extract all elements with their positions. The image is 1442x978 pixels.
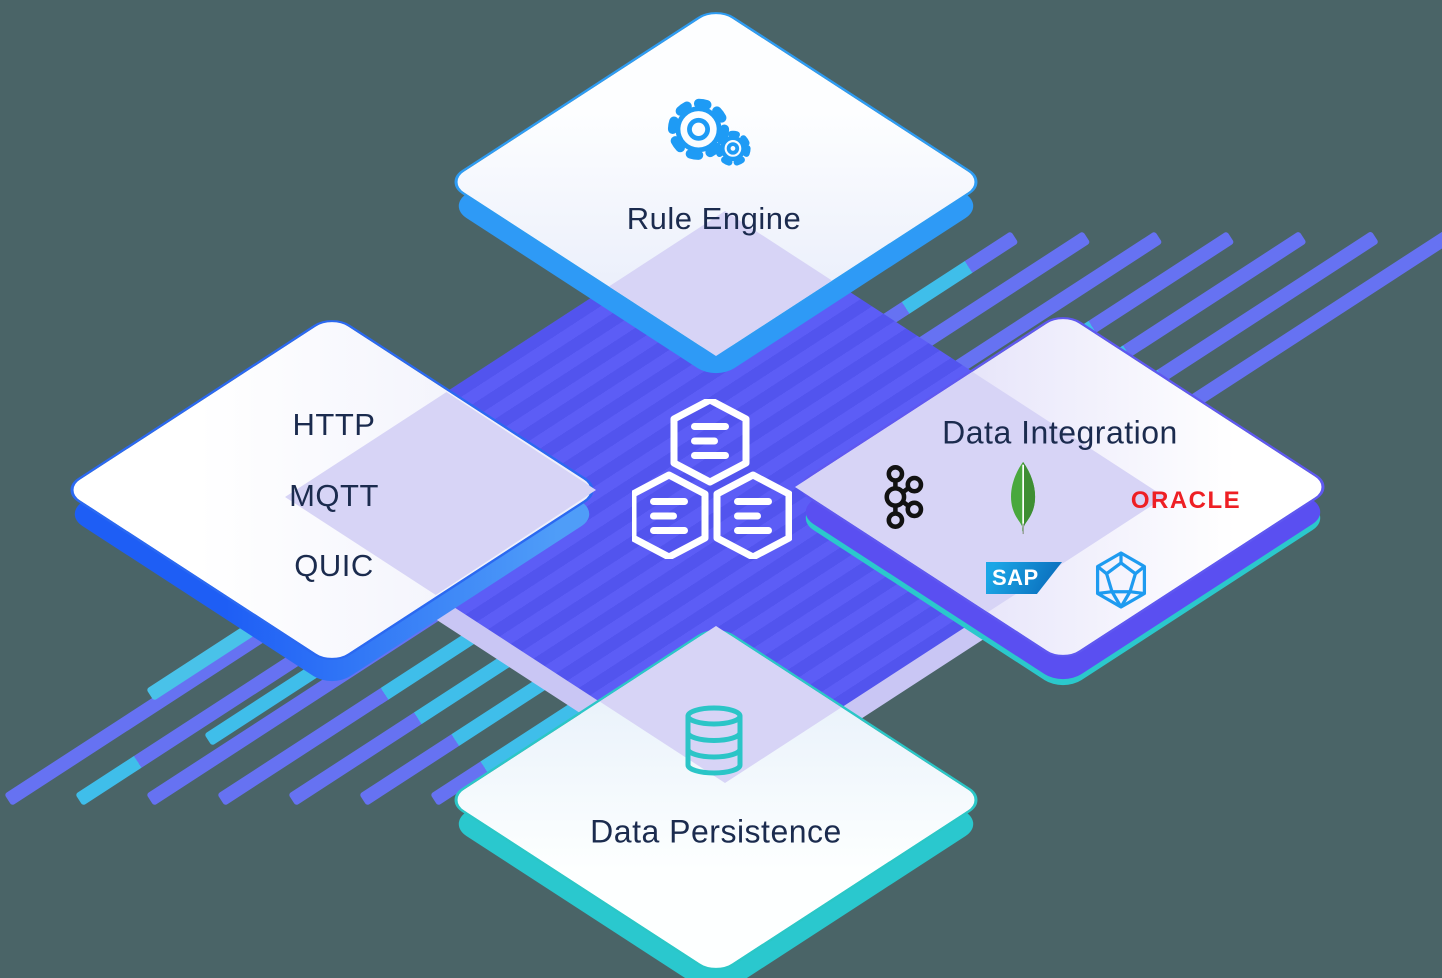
emqx-hexagon-cluster-icon [632, 399, 792, 559]
data-integration-label: Data Integration [942, 414, 1178, 451]
polyhedron-db-icon [1095, 551, 1147, 609]
protocol-mqtt-label: MQTT [289, 478, 379, 513]
gears-icon [667, 98, 751, 167]
protocol-quic-label: QUIC [294, 548, 374, 583]
database-icon [685, 705, 743, 776]
mongodb-icon [1011, 461, 1036, 535]
kafka-icon [884, 465, 924, 529]
oracle-logo: ORACLE [1130, 487, 1242, 514]
data-persistence-label: Data Persistence [590, 813, 842, 850]
protocol-http-label: HTTP [292, 407, 376, 442]
rule-engine-label: Rule Engine [626, 201, 802, 236]
